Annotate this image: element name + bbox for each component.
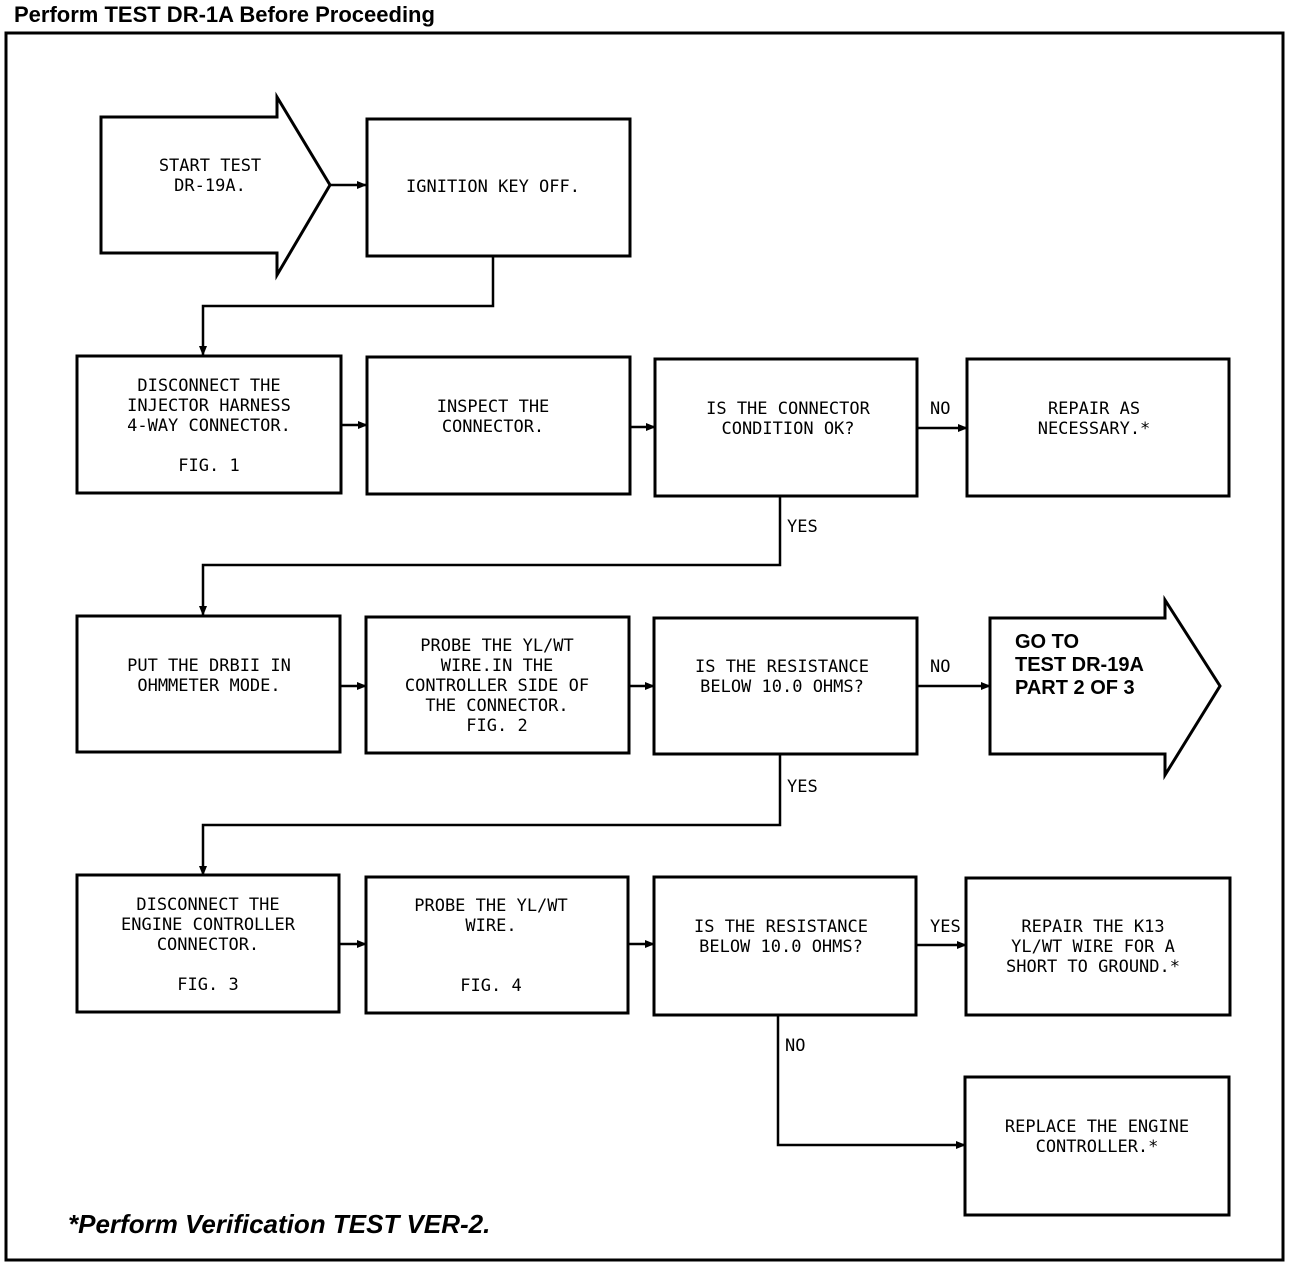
repair-k13-line: YL/WT WIRE FOR A <box>1011 937 1175 957</box>
probe-controller-side-box: PROBE THE YL/WT WIRE.IN THE CONTROLLER S… <box>364 615 631 755</box>
connectors <box>199 181 991 1149</box>
goto-part2-line: GO TO <box>1015 631 1079 653</box>
edge-label-yes: YES <box>930 917 961 937</box>
probe-controller-line: WIRE.IN THE <box>441 656 554 676</box>
probe-controller-line: CONTROLLER SIDE OF <box>405 676 589 696</box>
ignition-box-line: IGNITION KEY OFF. <box>406 177 580 197</box>
disconnect-engine-line: DISCONNECT THE <box>136 895 279 915</box>
edge-label-yes: YES <box>787 517 818 537</box>
repair-k13-line: REPAIR THE K13 <box>1021 917 1164 937</box>
put-drbii-line: OHMMETER MODE. <box>137 676 280 696</box>
disconnect-engine-line: ENGINE CONTROLLER <box>121 915 296 935</box>
resistance-1-line: BELOW 10.0 OHMS? <box>700 677 864 697</box>
put-drbii-line: PUT THE DRBII IN <box>127 656 291 676</box>
connector-ok-question-box: IS THE CONNECTOR CONDITION OK? <box>653 357 919 498</box>
disconnect-injector-box: DISCONNECT THE INJECTOR HARNESS 4-WAY CO… <box>75 354 343 495</box>
start-arrow-line: START TEST <box>159 156 261 176</box>
probe-wire-line: WIRE. <box>465 916 516 936</box>
outer-frame <box>4 31 1285 1262</box>
inspect-connector-box: INSPECT THE CONNECTOR. <box>365 355 632 496</box>
replace-engine-controller-box: REPLACE THE ENGINE CONTROLLER.* <box>963 1075 1231 1217</box>
edge-ignition-disconnect <box>199 257 495 356</box>
put-drbii-box: PUT THE DRBII IN OHMMETER MODE. <box>75 614 342 754</box>
repair-as-necessary-box: REPAIR AS NECESSARY.* <box>965 357 1231 498</box>
start-arrow: START TEST DR-19A. <box>99 91 332 281</box>
disconnect-injector-line: DISCONNECT THE <box>137 376 280 396</box>
disconnect-engine-line: CONNECTOR. <box>157 935 259 955</box>
footer-note: *Perform Verification TEST VER-2. <box>68 1209 490 1239</box>
probe-controller-line: PROBE THE YL/WT <box>420 636 574 656</box>
disconnect-injector-line: INJECTOR HARNESS <box>127 396 291 416</box>
edge-label-yes: YES <box>787 777 818 797</box>
repair-k13-line: SHORT TO GROUND.* <box>1006 957 1180 977</box>
edge-resistance-replace <box>776 1015 966 1149</box>
disconnect-engine-controller-box: DISCONNECT THE ENGINE CONTROLLER CONNECT… <box>75 873 341 1014</box>
goto-part2-arrow: GO TO TEST DR-19A PART 2 OF 3 <box>988 594 1222 781</box>
resistance-2-line: BELOW 10.0 OHMS? <box>699 937 863 957</box>
goto-part2-line: PART 2 OF 3 <box>1015 677 1135 699</box>
connector-ok-line: IS THE CONNECTOR <box>706 399 871 419</box>
resistance-question-1-box: IS THE RESISTANCE BELOW 10.0 OHMS? <box>652 616 919 756</box>
repair-k13-box: REPAIR THE K13 YL/WT WIRE FOR A SHORT TO… <box>964 876 1232 1017</box>
replace-controller-line: CONTROLLER.* <box>1036 1137 1159 1157</box>
edge-question-drbii <box>199 496 782 616</box>
inspect-connector-line: CONNECTOR. <box>442 417 544 437</box>
edge-resistance-disconnect-engine <box>199 754 782 876</box>
repair-necessary-line: NECESSARY.* <box>1038 419 1151 439</box>
probe-controller-line: THE CONNECTOR. <box>425 696 568 716</box>
disconnect-injector-line: 4-WAY CONNECTOR. <box>127 416 291 436</box>
replace-controller-line: REPLACE THE ENGINE <box>1005 1117 1189 1137</box>
connector-ok-line: CONDITION OK? <box>721 419 854 439</box>
resistance-question-2-box: IS THE RESISTANCE BELOW 10.0 OHMS? <box>652 875 918 1017</box>
probe-controller-line: FIG. 2 <box>466 716 527 736</box>
probe-wire-line: PROBE THE YL/WT <box>414 896 568 916</box>
probe-wire-box: PROBE THE YL/WT WIRE. FIG. 4 <box>364 875 630 1015</box>
edge-label-no: NO <box>930 399 950 419</box>
probe-wire-line: FIG. 4 <box>460 976 521 996</box>
disconnect-injector-line: FIG. 1 <box>178 456 239 476</box>
header-title: Perform TEST DR-1A Before Proceeding <box>14 2 435 27</box>
repair-necessary-line: REPAIR AS <box>1048 399 1140 419</box>
goto-part2-line: TEST DR-19A <box>1015 654 1144 676</box>
resistance-1-line: IS THE RESISTANCE <box>695 657 869 677</box>
ignition-key-off-box: IGNITION KEY OFF. <box>365 117 632 258</box>
edge-label-no: NO <box>930 657 950 677</box>
resistance-2-line: IS THE RESISTANCE <box>694 917 868 937</box>
disconnect-engine-line: FIG. 3 <box>177 975 238 995</box>
start-arrow-line: DR-19A. <box>174 176 246 196</box>
inspect-connector-line: INSPECT THE <box>437 397 550 417</box>
edge-label-no: NO <box>785 1036 805 1056</box>
